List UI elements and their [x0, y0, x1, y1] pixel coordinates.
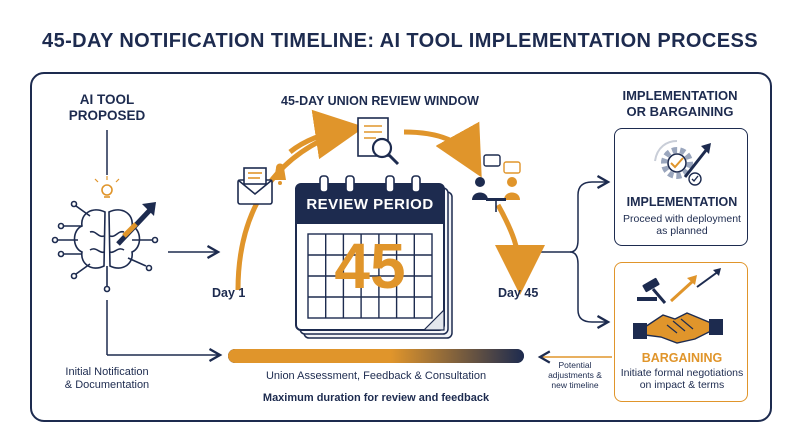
bargaining-card: BARGAINING Initiate formal negotiations … — [614, 262, 748, 402]
feedback-note: Potential adjustments & new timeline — [536, 360, 614, 390]
implementation-desc: Proceed with deployment as planned — [615, 213, 749, 237]
arc-right-segment — [494, 203, 545, 295]
day-start-label: Day 1 — [212, 286, 246, 300]
bar-caption: Union Assessment, Feedback & Consultatio… — [265, 370, 487, 382]
branch-to-implementation-arrow — [569, 174, 611, 253]
arc-top-right-segment — [403, 121, 482, 178]
gavel-icon — [637, 277, 667, 304]
review-progress-bar — [228, 349, 524, 363]
bargaining-desc: Initiate formal negotiations on impact &… — [615, 367, 749, 391]
bell-icon — [274, 163, 286, 185]
heading-line: OR BARGAINING — [626, 104, 734, 119]
caption-line: & Documentation — [64, 379, 150, 391]
handshake-icon — [633, 312, 723, 344]
feedback-line: Potential — [558, 360, 592, 370]
day-end-label: Day 45 — [498, 286, 539, 300]
calendar-banner: REVIEW PERIOD — [306, 196, 434, 213]
feedback-line: adjustments & — [548, 370, 602, 380]
review-progress-fill — [228, 349, 524, 363]
caption-line: Initial Notification — [65, 366, 149, 378]
envelope-icon — [237, 167, 273, 205]
branch-to-bargaining-arrow — [569, 251, 611, 330]
lightbulb-icon — [94, 176, 120, 198]
growth-arrow-icon — [116, 202, 156, 246]
page-title: 45-DAY NOTIFICATION TIMELINE: AI TOOL IM… — [42, 30, 758, 52]
desc-line: on impact & terms — [639, 379, 725, 391]
review-window-heading: 45-DAY UNION REVIEW WINDOW — [281, 94, 479, 108]
ai-tool-proposed-heading: AI TOOL PROPOSED — [52, 92, 162, 124]
meeting-people-icon — [472, 154, 521, 212]
arc-top-left-segment — [288, 109, 365, 160]
gear-check-icon — [654, 140, 711, 186]
heading-line: IMPLEMENTATION — [622, 88, 738, 103]
desc-line: Initiate formal negotiations — [620, 367, 744, 379]
heading-line: PROPOSED — [68, 108, 146, 123]
brain-circuit-icon — [51, 200, 159, 293]
implementation-title: IMPLEMENTATION — [626, 195, 738, 209]
document-magnifier-icon — [357, 117, 400, 166]
gavel-handshake-illustration — [633, 268, 723, 344]
outcome-heading: IMPLEMENTATION OR BARGAINING — [612, 88, 748, 120]
bargaining-title: BARGAINING — [641, 351, 723, 365]
desc-line: as planned — [656, 225, 708, 237]
implementation-card: IMPLEMENTATION Proceed with deployment a… — [614, 128, 748, 246]
desc-line: Proceed with deployment — [623, 213, 741, 225]
bar-subcaption: Maximum duration for review and feedback — [262, 392, 490, 404]
diagram-frame — [30, 72, 772, 422]
left-caption: Initial Notification & Documentation — [48, 366, 166, 392]
feedback-line: new timeline — [551, 380, 599, 390]
heading-line: AI TOOL — [79, 92, 135, 107]
calendar-number: 45 — [334, 230, 406, 302]
